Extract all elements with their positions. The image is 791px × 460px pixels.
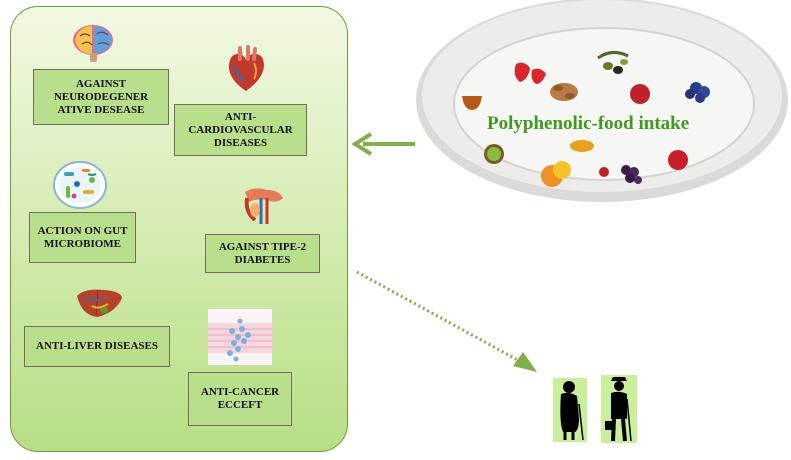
plate-title: Polyphenolic-food intake xyxy=(487,113,690,134)
heart-icon xyxy=(228,45,264,91)
arrow-plate-to-panel xyxy=(351,132,415,156)
liver-icon xyxy=(77,289,122,317)
cancer-cells-icon xyxy=(208,309,272,365)
plate-image xyxy=(416,0,788,202)
elderly-woman-icon xyxy=(560,381,584,441)
box-cancer: ANTI-CANCER ECCEFT xyxy=(188,372,292,426)
elderly-man-icon xyxy=(605,377,632,442)
box-liver: ANTI-LIVER DISEASES xyxy=(24,326,170,367)
box-diabetes: AGAINST TIPE-2 DIABETES xyxy=(205,234,320,273)
box-gut-microbiome: ACTION ON GUT MICROBIOME xyxy=(29,212,136,263)
box-cardiovascular: ANTI-CARDIOVASCULAR DISEASES xyxy=(174,104,307,156)
microbiome-icon xyxy=(53,161,107,209)
box-neurodegenerative: AGAINST NEURODEGENER ATIVE DESEASE xyxy=(33,69,169,125)
pancreas-icon xyxy=(244,188,283,224)
dotted-arrow-to-elderly xyxy=(356,270,537,372)
food-items xyxy=(462,51,710,187)
brain-icon xyxy=(73,25,113,62)
